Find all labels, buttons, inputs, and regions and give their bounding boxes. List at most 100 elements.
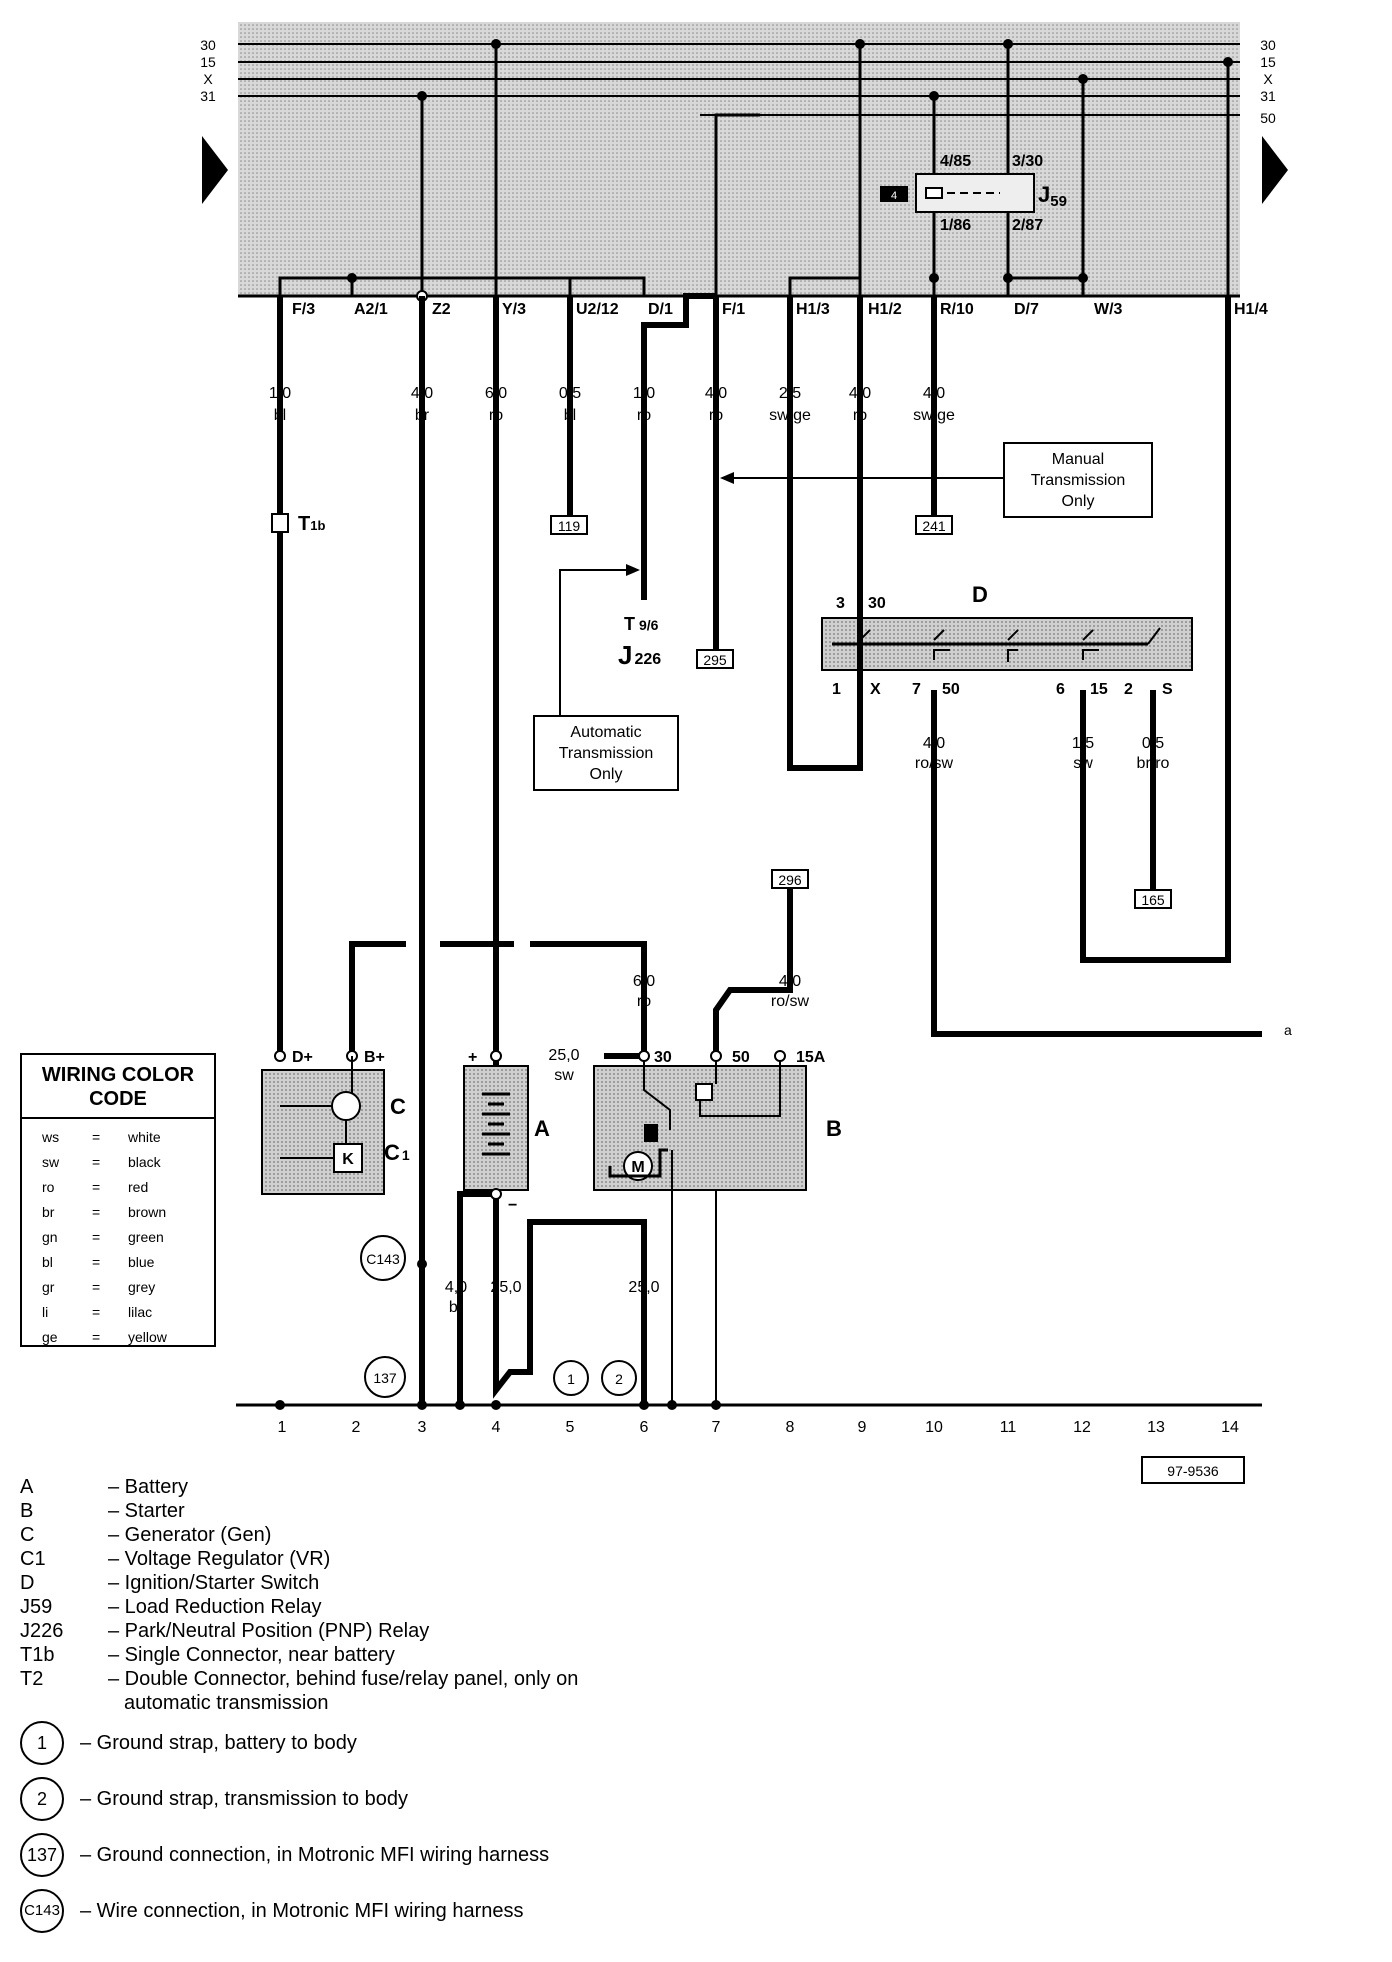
terminal-w3: W/3 xyxy=(1094,301,1123,318)
ground-strap-1: 1 xyxy=(567,1371,575,1387)
svg-text:ro/sw: ro/sw xyxy=(915,755,954,772)
svg-text:14: 14 xyxy=(1221,1419,1239,1436)
starter-label: B xyxy=(826,1116,842,1141)
svg-text:Manual: Manual xyxy=(1052,451,1104,468)
battery-label: A xyxy=(534,1116,550,1141)
terminal-h1-3: H1/3 xyxy=(796,301,830,318)
legend-circle-row: 137– Ground connection, in Motronic MFI … xyxy=(20,1827,640,1883)
reference-boxes xyxy=(550,515,1172,909)
relay-pin-4-85: 4/85 xyxy=(940,153,971,170)
switch-wire-labels: 4,0ro/sw 1,5sw 0,5br/ro xyxy=(915,735,1170,772)
color-code-row: sw=black xyxy=(42,1154,161,1170)
switch-pin-30: 30 xyxy=(868,595,886,612)
wire-spec-labels: 1,0bl 4,0br 6,0ro 0,5bl 1,0ro 4,0ro 2,5s… xyxy=(269,385,955,424)
next-page-arrow xyxy=(1262,136,1288,204)
relay-fuse-number: 4 xyxy=(891,190,897,202)
svg-text:10: 10 xyxy=(925,1419,943,1436)
gen-pin-d-plus: D+ xyxy=(292,1049,313,1066)
relay-pin-3-30: 3/30 xyxy=(1012,153,1043,170)
panel-internal-wiring xyxy=(278,44,1230,296)
wire-color: ro xyxy=(637,407,651,424)
continuation-label: a xyxy=(1284,1022,1292,1038)
terminal-d7: D/7 xyxy=(1014,301,1039,318)
legend-row: T1b– Single Connector, near battery xyxy=(20,1644,395,1666)
switch-pin-6: 6 xyxy=(1056,681,1065,698)
bus-label-30: 30 xyxy=(200,37,216,53)
svg-text:Transmission: Transmission xyxy=(559,745,654,762)
svg-text:25,0: 25,0 xyxy=(490,1279,521,1296)
bus-label-31: 31 xyxy=(200,88,216,104)
legend-row: C1– Voltage Regulator (VR) xyxy=(20,1548,331,1570)
svg-text:7: 7 xyxy=(712,1419,721,1436)
legend-row: T2– Double Connector, behind fuse/relay … xyxy=(20,1668,579,1690)
wire-size: 4,0 xyxy=(411,385,433,402)
starter-pin-15a: 15A xyxy=(796,1049,826,1066)
wire-size: 1,0 xyxy=(269,385,291,402)
svg-text:br: br xyxy=(449,1299,464,1316)
ref-296: 296 xyxy=(778,872,802,888)
svg-text:25,0: 25,0 xyxy=(628,1279,659,1296)
ground-strap-2: 2 xyxy=(615,1371,623,1387)
legend-row: automatic transmission xyxy=(124,1692,329,1714)
color-code-row: gr=grey xyxy=(42,1279,156,1295)
bus-label-31-right: 31 xyxy=(1260,88,1276,104)
svg-text:1,5: 1,5 xyxy=(1072,735,1094,752)
svg-text:Only: Only xyxy=(1062,493,1095,510)
terminal-r10: R/10 xyxy=(940,301,974,318)
wire-size: 2,5 xyxy=(779,385,801,402)
svg-text:6,0: 6,0 xyxy=(633,973,655,990)
wire-size: 6,0 xyxy=(485,385,507,402)
bus-label-x-right: X xyxy=(1263,71,1273,87)
starter-pin-50: 50 xyxy=(732,1049,750,1066)
diagram-id: 97-9536 xyxy=(1167,1463,1219,1479)
color-code-title: WIRING COLOR CODE xyxy=(22,1055,214,1119)
bus-label-30-right: 30 xyxy=(1260,37,1276,53)
wire-color: ro xyxy=(853,407,867,424)
bus-label-50-right: 50 xyxy=(1260,110,1276,126)
relay-j59-label: J59 xyxy=(1038,182,1067,210)
wire-color: sw/ge xyxy=(913,407,955,424)
legend-row: D– Ignition/Starter Switch xyxy=(20,1572,320,1594)
ref-165: 165 xyxy=(1141,892,1165,908)
color-code-row: bl=blue xyxy=(42,1254,155,1270)
fuse-relay-panel xyxy=(238,22,1240,296)
switch-pin-7: 7 xyxy=(912,681,921,698)
svg-text:Only: Only xyxy=(590,766,623,783)
switch-pin-50: 50 xyxy=(942,681,960,698)
battery-minus: − xyxy=(508,1197,517,1214)
legend-row: A– Battery xyxy=(20,1476,189,1498)
wire-color: ro xyxy=(709,407,723,424)
legend-circle-row: 1– Ground strap, battery to body xyxy=(20,1715,640,1771)
ground-circles xyxy=(360,1235,637,1398)
svg-text:4: 4 xyxy=(492,1419,501,1436)
connector-t1b: T1b xyxy=(271,513,325,535)
terminal-h1-4: H1/4 xyxy=(1234,301,1268,318)
ground-137: 137 xyxy=(373,1370,397,1386)
legend-row: B– Starter xyxy=(20,1500,185,1522)
color-code-row: ge=yellow xyxy=(42,1329,167,1345)
color-code-row: li=lilac xyxy=(42,1304,153,1320)
bus-label-15-right: 15 xyxy=(1260,54,1276,70)
wire-color: bl xyxy=(564,407,576,424)
svg-text:13: 13 xyxy=(1147,1419,1165,1436)
component-legend: A– Battery B– Starter C– Generator (Gen)… xyxy=(20,1475,640,1939)
svg-text:0,5: 0,5 xyxy=(1142,735,1164,752)
wire-size: 1,0 xyxy=(633,385,655,402)
legend-circle-row: 2– Ground strap, transmission to body xyxy=(20,1771,640,1827)
svg-text:11: 11 xyxy=(1000,1419,1017,1436)
legend-row: J226– Park/Neutral Position (PNP) Relay xyxy=(20,1620,430,1642)
bus-label-15: 15 xyxy=(200,54,216,70)
svg-text:2: 2 xyxy=(352,1419,361,1436)
legend-circle-row: C143– Wire connection, in Motronic MFI w… xyxy=(20,1883,640,1939)
connection-c143: C143 xyxy=(366,1251,400,1267)
starter-b: 30 50 15A M B xyxy=(593,1049,842,1405)
switch-pin-1: 1 xyxy=(832,681,841,698)
relay-pin-1-86: 1/86 xyxy=(940,217,971,234)
starter-motor: M xyxy=(631,1159,644,1176)
svg-text:ro: ro xyxy=(637,993,651,1010)
svg-text:4,0: 4,0 xyxy=(779,973,801,990)
regulator-symbol: K xyxy=(342,1151,354,1168)
svg-text:ro/sw: ro/sw xyxy=(771,993,810,1010)
